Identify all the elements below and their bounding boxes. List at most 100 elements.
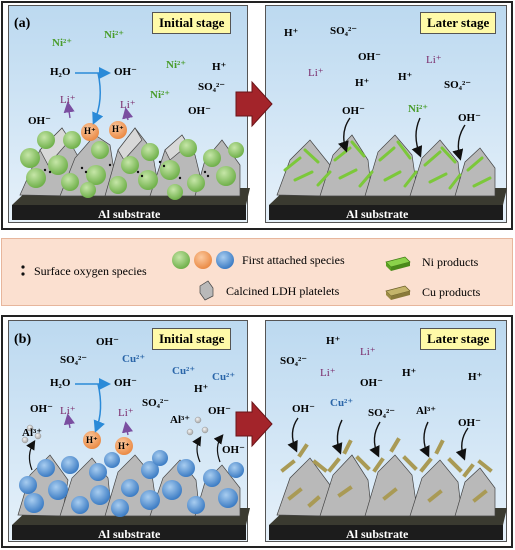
a-initial-proton-arrow xyxy=(92,72,104,125)
a-initial-li-arrow-1 xyxy=(63,101,75,119)
a-initial-stage-label: Initial stage xyxy=(152,12,232,34)
b-ion-h2o: H₂O xyxy=(50,377,71,389)
b-initial-out-arrow-3 xyxy=(213,434,224,463)
b-ion-cu-1: Cu²⁺ xyxy=(122,353,146,365)
a-later-ion-oh-1: OH⁻ xyxy=(358,51,381,63)
b-transition-arrow xyxy=(235,400,273,448)
a-ion-oh-2: OH⁻ xyxy=(188,105,211,117)
b-later-ion-oh-3: OH⁻ xyxy=(458,417,481,429)
panel-b-tag: (b) xyxy=(14,332,32,347)
a-later-substrate-label: Al substrate xyxy=(346,207,409,221)
b-later-ion-li-1: Li⁺ xyxy=(360,346,376,358)
a-later-arrow-2 xyxy=(411,117,423,158)
b-later-arrow-1 xyxy=(287,417,299,453)
a-ion-h2o: H₂O xyxy=(50,66,71,78)
a-ion-ni-4: Ni²⁺ xyxy=(150,89,171,101)
b-initial-grey-spheres xyxy=(21,416,209,444)
legend-cu-product-icon xyxy=(385,285,411,300)
b-ion-so4: SO₄²⁻ xyxy=(60,354,88,366)
a-ion-so4: SO₄²⁻ xyxy=(198,81,226,93)
a-later-platelets xyxy=(276,134,496,197)
a-initial-oxygen-dots xyxy=(43,160,210,180)
b-ion-oh-4: OH⁻ xyxy=(222,444,245,456)
a-later-ion-so4-b: SO₄²⁻ xyxy=(444,79,472,91)
b-later-cu-products xyxy=(280,437,493,508)
a-ion-li-1: Li⁺ xyxy=(60,94,76,106)
a-transition-arrow xyxy=(235,80,273,128)
b-initial-li-arrow-2 xyxy=(121,421,134,436)
legend-cu-products: Cu products xyxy=(422,285,481,299)
b-ion-al-2: Al³⁺ xyxy=(170,414,191,426)
a-initial-substrate-label: Al substrate xyxy=(98,207,161,221)
b-ion-hplus-2: H⁺ xyxy=(118,441,130,451)
a-later-ion-h-1: H⁺ xyxy=(284,27,299,39)
legend-oxygen-dots xyxy=(21,265,25,276)
a-later-ion-li: Li⁺ xyxy=(308,67,324,79)
a-later-arrow-3 xyxy=(452,124,466,161)
legend-first-attached-spheres xyxy=(172,251,234,269)
a-later-ion-li-2: Li⁺ xyxy=(426,54,442,66)
a-later-stage-label: Later stage xyxy=(420,12,497,34)
b-ion-oh-1: OH⁻ xyxy=(96,336,119,348)
b-ion-al-1: Al³⁺ xyxy=(22,427,43,439)
a-initial-orange-spheres xyxy=(81,121,127,141)
b-later-ion-cu: Cu²⁺ xyxy=(330,397,354,409)
b-later-arrow-2 xyxy=(331,419,343,455)
a-ion-ni-3: Ni²⁺ xyxy=(166,59,187,71)
legend-platelet-icon xyxy=(199,280,214,301)
legend-ni-product-icon xyxy=(385,256,411,271)
b-ion-cu-2: Cu²⁺ xyxy=(172,365,196,377)
b-later-substrate-label: Al substrate xyxy=(346,527,409,541)
b-later-ion-al: Al³⁺ xyxy=(416,405,437,417)
b-later-ion-li-2: Li⁺ xyxy=(320,367,336,379)
b-initial-substrate-label: Al substrate xyxy=(98,527,161,541)
b-later-ion-oh-2: OH⁻ xyxy=(292,403,315,415)
a-later-ion-so4-a: SO₄²⁻ xyxy=(330,25,358,37)
b-initial-li-arrow-1 xyxy=(63,413,75,429)
a-ion-oh-arrow: OH⁻ xyxy=(114,66,137,78)
a-ion-li-2: Li⁺ xyxy=(120,99,136,111)
a-ion-h: H⁺ xyxy=(212,61,227,73)
b-ion-hplus-1: H⁺ xyxy=(86,435,98,445)
b-later-arrow-3 xyxy=(369,421,381,458)
b-ion-li-1: Li⁺ xyxy=(60,405,76,417)
b-later-stage-label: Later stage xyxy=(420,328,497,350)
legend-first-attached: First attached species xyxy=(242,253,345,267)
b-ion-oh-3: OH⁻ xyxy=(208,405,231,417)
b-initial-out-arrow-2 xyxy=(192,435,202,463)
b-later-ion-h-1: H⁺ xyxy=(326,335,341,347)
a-ion-hplus-2: H⁺ xyxy=(112,124,124,134)
b-initial-orange-spheres xyxy=(83,431,133,455)
a-ion-oh-3: OH⁻ xyxy=(28,115,51,127)
b-initial-blue-spheres xyxy=(19,450,244,517)
b-ion-oh-2: OH⁻ xyxy=(30,403,53,415)
b-initial-out-arrow-1 xyxy=(26,439,36,471)
b-ion-cu-3: Cu²⁺ xyxy=(212,371,236,383)
a-later-ion-oh-3: OH⁻ xyxy=(458,112,481,124)
legend-calcined: Calcined LDH platelets xyxy=(226,284,340,298)
legend-ni-products: Ni products xyxy=(422,255,479,269)
a-ion-ni-2: Ni²⁺ xyxy=(104,29,125,41)
legend-surface-oxygen: Surface oxygen species xyxy=(34,264,147,278)
b-ion-h: H⁺ xyxy=(194,383,209,395)
b-ion-oh-arrow: OH⁻ xyxy=(114,377,137,389)
panel-a-tag: (a) xyxy=(14,16,31,31)
b-initial-stage-label: Initial stage xyxy=(152,328,232,350)
b-later-ion-so4-a: SO₄²⁻ xyxy=(280,355,308,367)
b-later-arrow-5 xyxy=(455,427,469,461)
a-initial-li-arrow-2 xyxy=(122,107,134,121)
b-later-ion-h-3: H⁺ xyxy=(468,371,483,383)
a-later-ni-products xyxy=(283,140,492,190)
b-later-ion-h-2: H⁺ xyxy=(402,367,417,379)
legend-box xyxy=(1,238,513,306)
a-initial-green-spheres xyxy=(20,131,244,200)
b-later-ion-so4-b: SO₄²⁻ xyxy=(368,407,396,419)
b-ion-so4-b: SO₄²⁻ xyxy=(142,397,170,409)
b-ion-li-2: Li⁺ xyxy=(118,407,134,419)
b-initial-proton-arrow xyxy=(93,383,105,433)
a-later-ion-ni: Ni²⁺ xyxy=(408,103,429,115)
a-ion-ni-1: Ni²⁺ xyxy=(52,37,73,49)
a-later-ion-h-2: H⁺ xyxy=(355,77,370,89)
a-later-ion-h-3: H⁺ xyxy=(398,71,413,83)
